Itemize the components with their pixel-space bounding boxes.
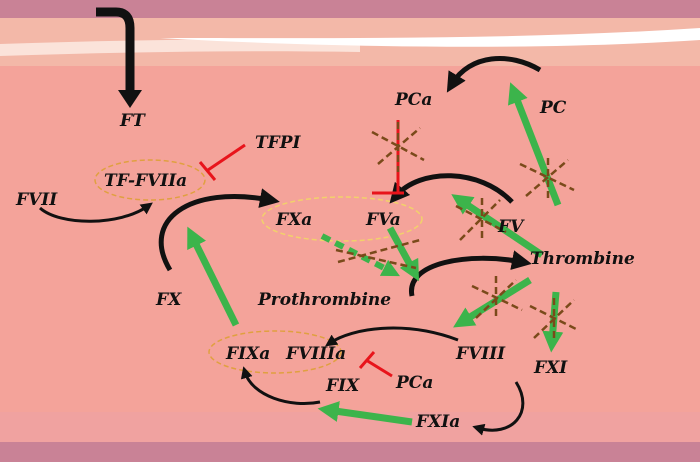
label-thrombine: Thrombine xyxy=(530,249,635,269)
blocked-marker-pc xyxy=(519,158,575,200)
label-prothrombine: Prothrombine xyxy=(257,290,391,310)
label-pc: PC xyxy=(539,98,567,118)
fxa-to-prothrombine-arrow xyxy=(320,233,401,277)
injury-arrow xyxy=(96,7,135,92)
fva-to-prothrombine-arrow xyxy=(386,226,420,282)
label-tf-fviia: TF-FVIIa xyxy=(104,171,187,191)
label-pca-top: PCa xyxy=(394,90,432,110)
blocked-marker-fxi xyxy=(529,298,579,342)
prothrombine-activation-arrow xyxy=(409,250,532,297)
label-pca-bottom: PCa xyxy=(395,373,433,393)
blocked-marker-fviii xyxy=(471,276,523,320)
label-fxa: FXa xyxy=(275,210,312,230)
thrombine-to-pc-arrow xyxy=(508,82,562,207)
fxia-to-fix-arrow xyxy=(317,401,413,426)
label-ft: FT xyxy=(119,111,146,131)
tfpi-inhibition-line xyxy=(207,143,246,172)
blocked-marker-pca xyxy=(371,122,425,172)
label-fxia: FXIa xyxy=(415,412,460,432)
label-fixa: FIXa xyxy=(225,344,270,364)
vessel-band-bottom xyxy=(0,412,700,442)
fixa-to-fx-arrow xyxy=(187,226,240,327)
label-fxi: FXI xyxy=(533,358,568,378)
label-fviii: FVIII xyxy=(455,344,506,364)
vessel-wall-top xyxy=(0,0,700,18)
vessel-highlight-right xyxy=(160,28,700,47)
label-fv: FV xyxy=(497,217,525,237)
fv-activation-arrow xyxy=(389,173,514,204)
fix-activation-arrow xyxy=(240,366,321,405)
label-fviiia: FVIIIa xyxy=(285,344,346,364)
prothrombinase-complex-outline xyxy=(261,196,423,242)
fxi-activation-arrow xyxy=(472,381,525,436)
label-fx: FX xyxy=(155,290,182,310)
label-fix: FIX xyxy=(325,376,360,396)
label-fva: FVa xyxy=(365,210,401,230)
pc-activation-arrow xyxy=(446,56,542,93)
blocked-marker-prothrombinase xyxy=(335,238,421,270)
injury-arrowhead xyxy=(118,90,142,108)
fx-activation-arrow xyxy=(158,188,280,272)
tf-fviia-complex-outline xyxy=(94,159,206,201)
vessel-wall-bottom xyxy=(0,442,700,462)
pca-bottom-inhibition-bar xyxy=(358,351,376,369)
tfpi-inhibition-bar xyxy=(198,161,217,181)
label-tfpi: TFPI xyxy=(255,133,302,153)
tenase-complex-outline xyxy=(208,330,342,374)
pca-bottom-inhibition-line xyxy=(365,358,393,378)
vessel-highlight-left xyxy=(0,39,360,56)
fvii-activation-arrow xyxy=(38,202,153,223)
blocked-marker-fv xyxy=(455,198,507,242)
fviii-activation-arrow xyxy=(325,326,459,347)
thrombine-to-fv-arrow xyxy=(451,194,544,258)
label-fvii: FVII xyxy=(15,190,58,210)
